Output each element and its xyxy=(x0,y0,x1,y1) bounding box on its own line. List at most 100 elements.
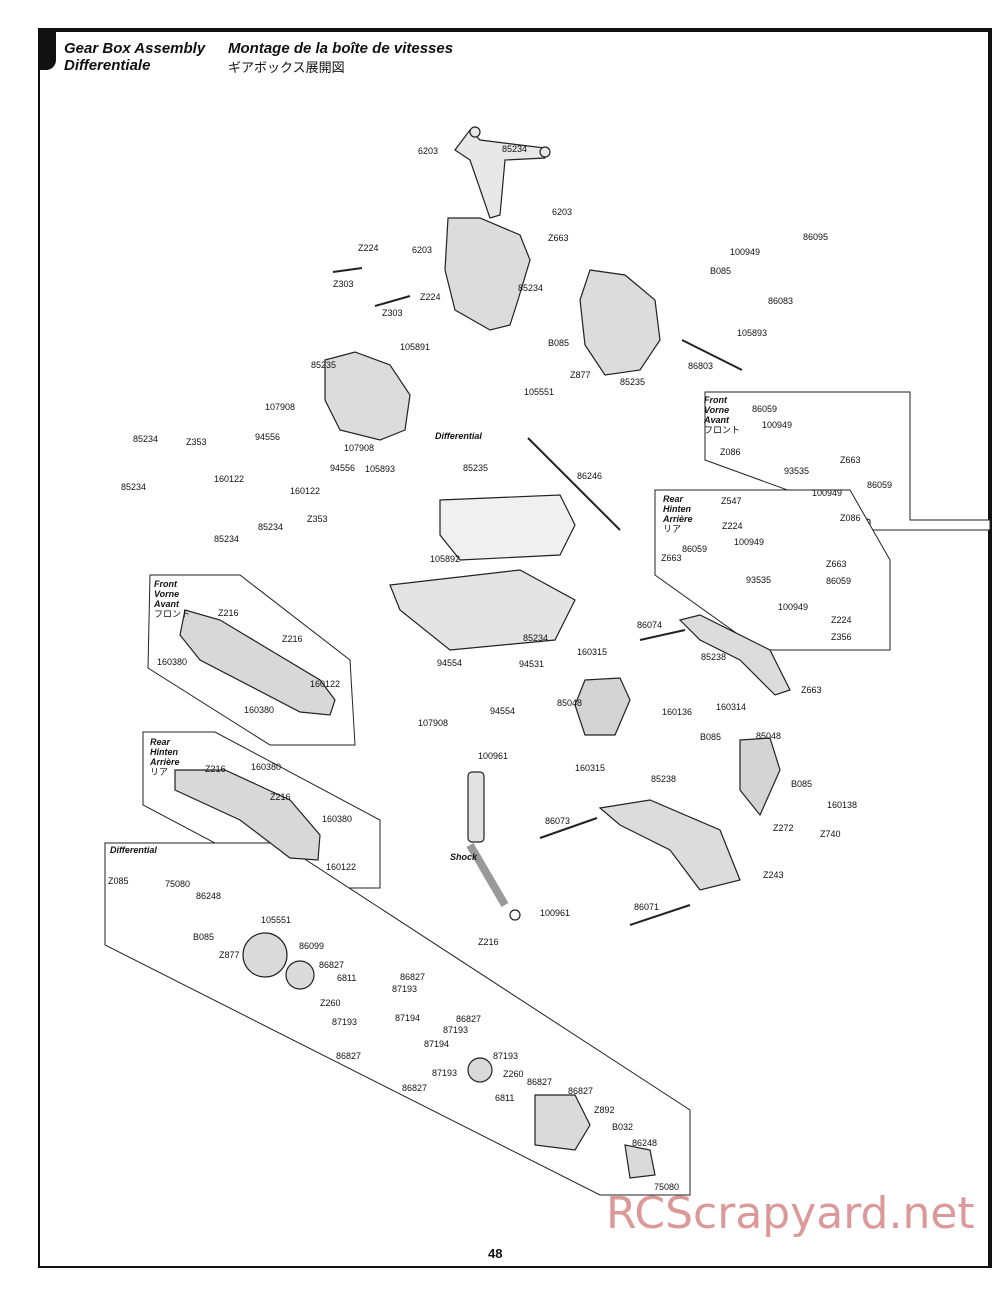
part-label: 86095 xyxy=(803,232,828,242)
front-arm-title-4: フロント xyxy=(704,425,740,435)
gearbox-left xyxy=(324,217,531,441)
part-label: 75080 xyxy=(654,1182,679,1192)
part-label: 105891 xyxy=(400,342,430,352)
part-label: 86083 xyxy=(768,296,793,306)
part-label: 85235 xyxy=(311,360,336,370)
part-label: 85238 xyxy=(701,652,726,662)
part-label: Z260 xyxy=(503,1069,524,1079)
part-label: 86827 xyxy=(568,1086,593,1096)
part-label: 160380 xyxy=(251,762,281,772)
front-bumper xyxy=(179,609,336,716)
part-label: 6203 xyxy=(418,146,438,156)
part-label: Z877 xyxy=(570,370,591,380)
part-label: B085 xyxy=(791,779,812,789)
part-label: 100961 xyxy=(540,908,570,918)
part-label: 94556 xyxy=(330,463,355,473)
shock-tower xyxy=(454,126,551,219)
part-label: 87193 xyxy=(392,984,417,994)
rear-arm-title-4: リア xyxy=(663,524,681,534)
part-label: 87193 xyxy=(493,1051,518,1061)
differential-gears xyxy=(242,932,656,1179)
part-label: 85234 xyxy=(518,283,543,293)
part-label: 105551 xyxy=(524,387,554,397)
part-label: 86059 xyxy=(826,576,851,586)
part-label: 85234 xyxy=(133,434,158,444)
part-label: 6203 xyxy=(412,245,432,255)
front-bumper-title-4: フロント xyxy=(154,609,190,619)
part-label: Z353 xyxy=(186,437,207,447)
part-label: B085 xyxy=(548,338,569,348)
part-label: 105892 xyxy=(430,554,460,564)
skid-plate xyxy=(389,494,576,651)
part-label: 100961 xyxy=(478,751,508,761)
part-label: Z272 xyxy=(773,823,794,833)
front-arm-title-2: Vorne xyxy=(704,405,729,415)
part-label: 86059 xyxy=(682,544,707,554)
part-label: Z260 xyxy=(320,998,341,1008)
part-label: 105893 xyxy=(737,328,767,338)
part-label: Z356 xyxy=(831,632,852,642)
part-label: 85234 xyxy=(214,534,239,544)
part-label: 86803 xyxy=(688,361,713,371)
part-label: 85234 xyxy=(121,482,146,492)
suspension-arms xyxy=(598,614,791,891)
part-label: 100949 xyxy=(778,602,808,612)
part-label: 85234 xyxy=(523,633,548,643)
part-label: B032 xyxy=(612,1122,633,1132)
part-label: 160315 xyxy=(575,763,605,773)
page-frame-right xyxy=(988,28,992,1268)
part-label: 105551 xyxy=(261,915,291,925)
part-label: Z216 xyxy=(270,792,291,802)
front-arm-title-3: Avant xyxy=(703,415,730,425)
part-label: 160315 xyxy=(577,647,607,657)
part-label: Z353 xyxy=(307,514,328,524)
rear-arm-title-1: Rear xyxy=(663,494,684,504)
title-japanese: ギアボックス展開図 xyxy=(228,61,345,76)
part-label: 94554 xyxy=(490,706,515,716)
part-label: 85048 xyxy=(756,731,781,741)
part-label: 86248 xyxy=(632,1138,657,1148)
front-bumper-title-1: Front xyxy=(154,579,178,589)
gearbox-right xyxy=(579,269,661,376)
part-label: Z303 xyxy=(382,308,403,318)
part-label: 85234 xyxy=(258,522,283,532)
part-label: 86099 xyxy=(299,941,324,951)
part-label: Z224 xyxy=(420,292,441,302)
part-label: 105893 xyxy=(365,464,395,474)
part-label: 160122 xyxy=(290,486,320,496)
part-label: 85235 xyxy=(620,377,645,387)
title-french: Montage de la boîte de vitesses xyxy=(228,40,454,57)
part-label: 86073 xyxy=(545,816,570,826)
title-english: Gear Box Assembly xyxy=(64,40,206,57)
differential-group-title: Differential xyxy=(110,845,157,855)
part-label: Z303 xyxy=(333,279,354,289)
part-label: 94556 xyxy=(255,432,280,442)
page-frame-top xyxy=(38,28,992,32)
part-label: 107908 xyxy=(265,402,295,412)
shock-title: Shock xyxy=(450,852,478,862)
part-label: 87194 xyxy=(424,1039,449,1049)
part-label: Z877 xyxy=(219,950,240,960)
part-label: 86827 xyxy=(319,960,344,970)
part-label: 86827 xyxy=(402,1083,427,1093)
part-label: 160380 xyxy=(244,705,274,715)
part-label: 86059 xyxy=(867,480,892,490)
part-label: 87193 xyxy=(432,1068,457,1078)
part-label: B085 xyxy=(710,266,731,276)
part-label: Z243 xyxy=(763,870,784,880)
part-label: 100949 xyxy=(812,488,842,498)
part-label: 93535 xyxy=(784,466,809,476)
part-label: 160136 xyxy=(662,707,692,717)
front-arm-title-1: Front xyxy=(704,395,728,405)
part-label: Z224 xyxy=(831,615,852,625)
rear-bumper-title-4: リア xyxy=(150,767,168,777)
part-label: B085 xyxy=(193,932,214,942)
part-label: 75080 xyxy=(165,879,190,889)
part-label: 100949 xyxy=(730,247,760,257)
rear-arm-title-3: Arrière xyxy=(662,514,693,524)
part-label: 93535 xyxy=(746,575,771,585)
part-label: 86071 xyxy=(634,902,659,912)
rear-arm-title-2: Hinten xyxy=(663,504,692,514)
